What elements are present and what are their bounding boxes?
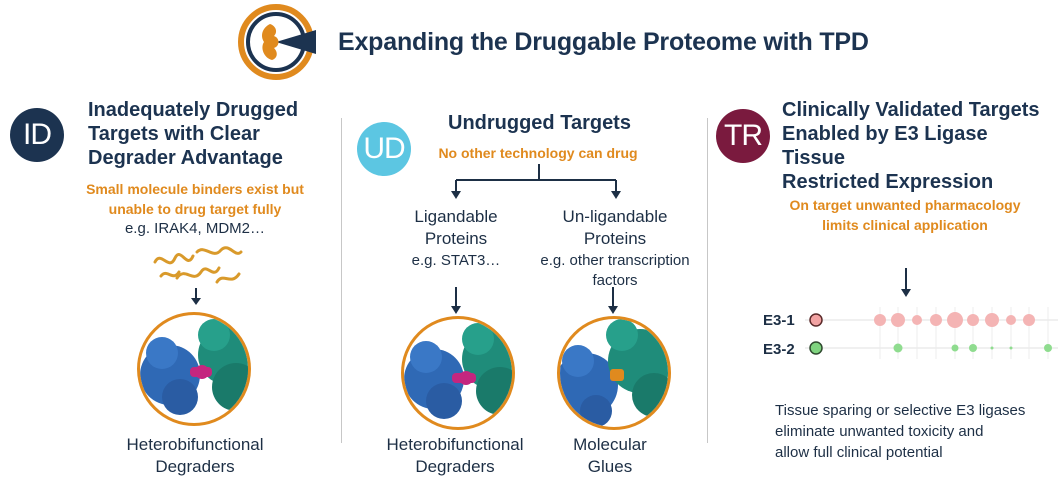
id-caption-line: Degraders <box>155 457 235 476</box>
ud-left-caption-line: Degraders <box>415 457 495 476</box>
tr-footer-line: allow full clinical potential <box>775 444 943 461</box>
tr-badge: TR <box>716 109 770 163</box>
tr-heading-line: Enabled by E3 Ligase Tissue <box>782 123 988 169</box>
e3-expression-plot <box>805 305 1058 361</box>
id-subtitle-line: Small molecule binders exist but <box>86 181 304 197</box>
id-example: e.g. IRAK4, MDM2… <box>124 220 266 237</box>
ud-right-caption: Molecular Glues <box>550 434 670 478</box>
tr-footer-line: Tissue sparing or selective E3 ligases <box>775 402 1026 419</box>
id-heading-line: Degrader Advantage <box>88 147 283 169</box>
id-heading-line: Inadequately Drugged <box>88 99 299 121</box>
ud-right-caption-line: Molecular <box>573 435 647 454</box>
tpd-logo-icon <box>236 2 316 82</box>
e3-row-label: E3-2 <box>763 341 795 358</box>
ud-right-label: Un-ligandable Proteins <box>540 206 690 250</box>
tr-subtitle: On target unwanted pharmacology limits c… <box>760 195 1050 235</box>
id-subtitle-line: unable to drug target fully <box>108 201 282 217</box>
ud-left-label-line: Ligandable <box>414 207 498 226</box>
e3-row-label: E3-1 <box>763 312 795 329</box>
arrow-down-icon <box>189 288 203 306</box>
ud-subtitle: No other technology can drug <box>438 145 638 161</box>
protein-structure-icon <box>147 242 247 288</box>
ud-left-label-line: Proteins <box>424 229 488 248</box>
arrow-down-icon <box>606 287 620 315</box>
tr-footer: Tissue sparing or selective E3 ligases e… <box>775 400 1055 463</box>
column-divider-2 <box>707 118 708 443</box>
molecular-glue-image <box>557 316 671 430</box>
ud-left-caption: Heterobifunctional Degraders <box>370 434 540 478</box>
tr-heading-line: Clinically Validated Targets <box>782 99 1040 121</box>
heterobifunctional-degrader-image <box>137 312 251 426</box>
id-caption-line: Heterobifunctional <box>126 435 264 454</box>
id-badge: ID <box>10 108 64 162</box>
heterobifunctional-degrader-image <box>401 316 515 430</box>
ud-right-caption-line: Glues <box>587 457 633 476</box>
arrow-down-icon <box>449 287 463 315</box>
column-divider-1 <box>341 118 342 443</box>
arrow-down-icon <box>899 268 913 298</box>
ud-right-label-line: Proteins <box>583 229 647 248</box>
tr-heading: Clinically Validated Targets Enabled by … <box>782 98 1052 194</box>
ud-right-example-line: factors <box>592 272 638 289</box>
id-heading-line: Targets with Clear <box>88 123 260 145</box>
ud-right-label-line: Un-ligandable <box>562 207 668 226</box>
id-heading: Inadequately Drugged Targets with Clear … <box>88 98 338 170</box>
id-subtitle: Small molecule binders exist but unable … <box>60 179 330 219</box>
tr-heading-line: Restricted Expression <box>782 171 994 193</box>
ud-branch-connector <box>450 164 622 202</box>
ud-heading: Undrugged Targets <box>448 112 631 134</box>
page-title: Expanding the Druggable Proteome with TP… <box>338 28 869 56</box>
ud-right-example-line: e.g. other transcription <box>540 252 690 269</box>
ud-left-label: Ligandable Proteins <box>386 206 526 250</box>
id-caption: Heterobifunctional Degraders <box>95 434 295 478</box>
ud-left-example: e.g. STAT3… <box>411 252 501 269</box>
ud-right-example: e.g. other transcription factors <box>530 251 700 291</box>
tr-subtitle-line: On target unwanted pharmacology <box>789 197 1021 213</box>
ud-left-caption-line: Heterobifunctional <box>386 435 524 454</box>
tr-subtitle-line: limits clinical application <box>822 217 988 233</box>
tr-footer-line: eliminate unwanted toxicity and <box>775 423 984 440</box>
ud-badge: UD <box>357 122 411 176</box>
